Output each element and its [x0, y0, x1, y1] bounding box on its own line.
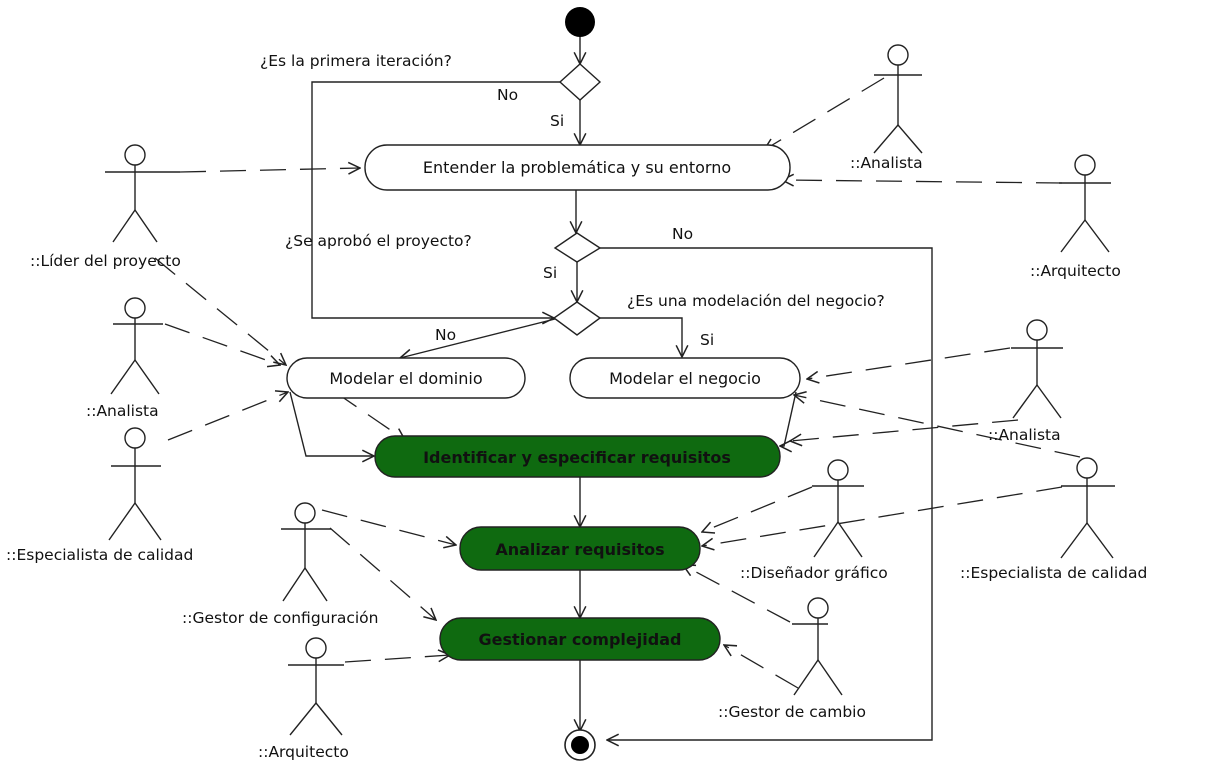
activity-entender-label: Entender la problemática y su entorno	[423, 158, 731, 177]
actor-arquitecto-2: ::Arquitecto	[258, 637, 349, 761]
flow-decision3-no	[400, 318, 556, 358]
actor-analista-1: ::Analista	[850, 44, 923, 172]
actor-gestor-cambio-figure	[792, 597, 843, 696]
actor-especialista-1-label: ::Especialista de calidad	[6, 546, 193, 564]
activity-modelar-negocio: Modelar el negocio	[569, 357, 801, 399]
dep-arquitecto2-gestionar	[344, 655, 450, 663]
dep-lider-entender	[179, 168, 360, 172]
activity-analizar: Analizar requisitos	[459, 526, 701, 571]
dep-gestorconfig-analizar	[321, 509, 456, 545]
actor-arquitecto-2-figure	[288, 637, 344, 736]
actor-arquitecto-1-label: ::Arquitecto	[1030, 262, 1121, 280]
decision-modelacion-negocio-label: ¿Es una modelación del negocio?	[627, 292, 885, 310]
flow-decision2-no	[600, 247, 933, 740]
final-node	[564, 729, 596, 761]
activity-identificar-label: Identificar y especificar requisitos	[423, 448, 731, 467]
activity-modelar-dominio: Modelar el dominio	[286, 357, 526, 399]
dep-gestorconfig-gestionar	[329, 527, 436, 620]
decision-aprobo-proyecto	[553, 232, 602, 263]
actor-analista-1-figure	[873, 44, 923, 154]
activity-entender: Entender la problemática y su entorno	[364, 144, 791, 191]
dep-especialista2-negocio	[794, 395, 1081, 458]
dep-dominio-identificar	[334, 391, 405, 440]
actor-analista-1-label: ::Analista	[850, 154, 923, 172]
dep-disenador-analizar	[702, 486, 813, 532]
actor-disenador-figure	[812, 459, 864, 558]
dep-analista3-identificar	[790, 419, 1019, 441]
actor-especialista-2-figure	[1060, 457, 1115, 559]
actor-lider-figure	[105, 144, 180, 243]
activity-analizar-label: Analizar requisitos	[495, 540, 664, 559]
activity-modelar-negocio-label: Modelar el negocio	[609, 369, 761, 388]
actor-analista-2-figure	[110, 297, 163, 395]
actor-especialista-1-figure	[108, 427, 162, 541]
guard-no-3: No	[435, 326, 456, 344]
dep-analista3-negocio	[807, 347, 1011, 379]
actor-arquitecto-1-figure	[1059, 154, 1111, 253]
dep-arquitecto1-entender	[782, 180, 1063, 183]
guard-si-1: Si	[550, 112, 564, 130]
actor-especialista-2-label: ::Especialista de calidad	[960, 564, 1147, 582]
guard-si-2: Si	[543, 264, 557, 282]
dep-gestorcambio-analizar	[683, 565, 791, 623]
decision-aprobo-proyecto-label: ¿Se aprobó el proyecto?	[285, 232, 472, 250]
dependencies	[154, 77, 1081, 689]
dep-analista1-entender	[764, 77, 885, 150]
actor-analista-2-label: ::Analista	[86, 402, 159, 420]
guard-si-3: Si	[700, 331, 714, 349]
flow-dominio-to-identificar	[289, 391, 374, 456]
actor-disenador: ::Diseñador gráfico	[740, 459, 888, 582]
control-flows	[289, 36, 933, 740]
dep-lider-dominio	[154, 257, 286, 365]
actor-arquitecto-2-label: ::Arquitecto	[258, 743, 349, 761]
actor-especialista-2: ::Especialista de calidad	[960, 457, 1147, 582]
actor-especialista-1: ::Especialista de calidad	[6, 427, 193, 564]
actor-arquitecto-1: ::Arquitecto	[1030, 154, 1121, 280]
actor-analista-3-label: ::Analista	[988, 426, 1061, 444]
initial-node	[565, 7, 595, 37]
activity-modelar-dominio-label: Modelar el dominio	[329, 369, 482, 388]
actor-analista-3-figure	[1011, 319, 1063, 419]
actor-lider-label: ::Líder del proyecto	[30, 252, 181, 270]
flow-decision3-si	[600, 317, 682, 357]
dep-especialista2-analizar	[702, 486, 1063, 546]
actor-gestor-cambio: ::Gestor de cambio	[718, 597, 866, 721]
guard-no-2: No	[672, 225, 693, 243]
actor-analista-2: ::Analista	[86, 297, 163, 420]
actor-disenador-label: ::Diseñador gráfico	[740, 564, 888, 582]
activity-gestionar-label: Gestionar complejidad	[479, 630, 682, 649]
decision-primera-iteracion	[558, 63, 602, 101]
actor-gestor-cambio-label: ::Gestor de cambio	[718, 703, 866, 721]
dep-gestorcambio-gestionar	[724, 645, 799, 689]
actor-analista-3: ::Analista	[988, 319, 1063, 444]
actor-gestor-config: ::Gestor de configuración	[182, 502, 379, 627]
decision-modelacion-negocio	[552, 301, 602, 336]
actor-gestor-config-figure	[281, 502, 331, 602]
decision-primera-iteracion-label: ¿Es la primera iteración?	[260, 52, 452, 70]
activity-identificar: Identificar y especificar requisitos	[374, 435, 781, 478]
actor-gestor-config-label: ::Gestor de configuración	[182, 609, 379, 627]
flow-decision1-no	[311, 81, 560, 318]
dep-especialista1-dominio	[167, 392, 288, 441]
guard-no-1: No	[497, 86, 518, 104]
activity-gestionar: Gestionar complejidad	[439, 617, 721, 661]
dep-analista2-dominio	[164, 323, 280, 365]
flow-negocio-to-identificar	[780, 391, 797, 446]
actor-lider: ::Líder del proyecto	[30, 144, 181, 270]
